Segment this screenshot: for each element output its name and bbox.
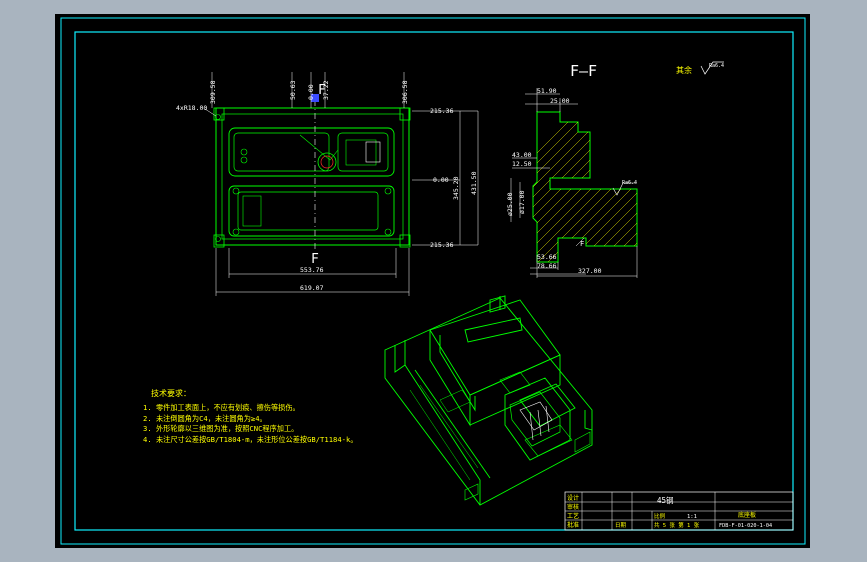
cut-mark-top: F xyxy=(318,83,326,98)
roughness-rest-label: 其余 xyxy=(676,65,692,75)
sec-dim-left-1: 12.50 xyxy=(512,160,532,168)
sec-dim-bottom-1: 78.66 xyxy=(537,262,557,270)
tb-drawing-no: FDB-F-01-020-1-04 xyxy=(719,523,772,529)
technical-notes: 技术要求： 1. 零件加工表面上，不应有划痕、擦伤等损伤。 2. 未注倒圆角为C… xyxy=(143,388,358,444)
roughness-rest-value: Ra6.4 xyxy=(709,63,724,69)
tb-date-label: 日期 xyxy=(615,522,627,529)
notes-item-3: 3. 外形轮廓以三维图为准，按照CNC程序加工。 xyxy=(143,424,298,433)
tb-row-4: 批准 xyxy=(567,521,579,529)
roughness-callout: Ra6.4 xyxy=(622,180,637,186)
paper-background xyxy=(55,14,810,548)
notes-item-1: 1. 零件加工表面上，不应有划痕、擦伤等损伤。 xyxy=(143,403,300,412)
tb-row-2: 审核 xyxy=(567,503,579,511)
dim-top-2: 0.00 xyxy=(307,84,315,100)
dim-top-0: 309.58 xyxy=(209,80,217,104)
sec-small-mark: F xyxy=(580,240,584,248)
dim-top-4: 306.58 xyxy=(401,80,409,104)
sec-dim-left-0: 43.00 xyxy=(512,151,532,159)
tb-drawing-title: 底座板 xyxy=(738,511,756,519)
dim-top-1: 50.63 xyxy=(289,80,297,100)
dim-right-0: 215.36 xyxy=(430,107,454,115)
title-block: 设计 审核 工艺 批准 45钢 比例 1:1 日期 共 5 张 第 1 张 底座… xyxy=(564,491,794,531)
dim-right-1: 0.00 xyxy=(433,176,449,184)
dim-bottom-0: 553.76 xyxy=(300,266,324,274)
sec-dim-top-0: 51.90 xyxy=(537,87,557,95)
plan-outline xyxy=(215,107,410,246)
tb-scale-label: 比例 xyxy=(654,512,666,520)
sec-dim-vert-0: ø25.00 xyxy=(506,192,514,216)
sec-dim-bottom-2: 327.00 xyxy=(578,267,602,275)
notes-item-4: 4. 未注尺寸公差按GB/T1804-m，未注形位公差按GB/T1184-k。 xyxy=(143,435,358,444)
section-label: F—F xyxy=(570,62,597,80)
cut-mark-bottom: F xyxy=(311,252,319,267)
isometric-view xyxy=(384,295,593,506)
outer-frame xyxy=(60,17,806,545)
tb-material: 45钢 xyxy=(657,495,674,505)
notes-item-2: 2. 未注倒圆角为C4，未注圆角为≥4。 xyxy=(143,414,267,423)
dim-right-3: 431.50 xyxy=(470,171,478,195)
dim-top-3: 37.22 xyxy=(322,80,330,100)
tb-row-1: 设计 xyxy=(567,494,579,502)
dim-right-2: 345.20 xyxy=(452,176,460,200)
tb-row-3: 工艺 xyxy=(567,512,579,520)
sec-dim-bottom-0: 53.66 xyxy=(537,253,557,261)
corner-radius-label: 4xR18.00 xyxy=(176,104,207,112)
dim-right-4: 215.36 xyxy=(430,241,454,249)
tb-scale: 1:1 xyxy=(687,514,697,520)
plan-view: 309.58 50.63 0.00 37.22 306.58 4xR18.00 … xyxy=(176,72,479,296)
notes-title: 技术要求： xyxy=(151,388,191,398)
sec-dim-top-1: 25.00 xyxy=(550,97,570,105)
sec-dim-vert-1: ø17.00 xyxy=(518,190,526,214)
tb-sheets: 共 5 张 第 1 张 xyxy=(654,521,700,529)
inner-frame xyxy=(74,31,794,531)
dim-bottom-1: 619.07 xyxy=(300,284,324,292)
